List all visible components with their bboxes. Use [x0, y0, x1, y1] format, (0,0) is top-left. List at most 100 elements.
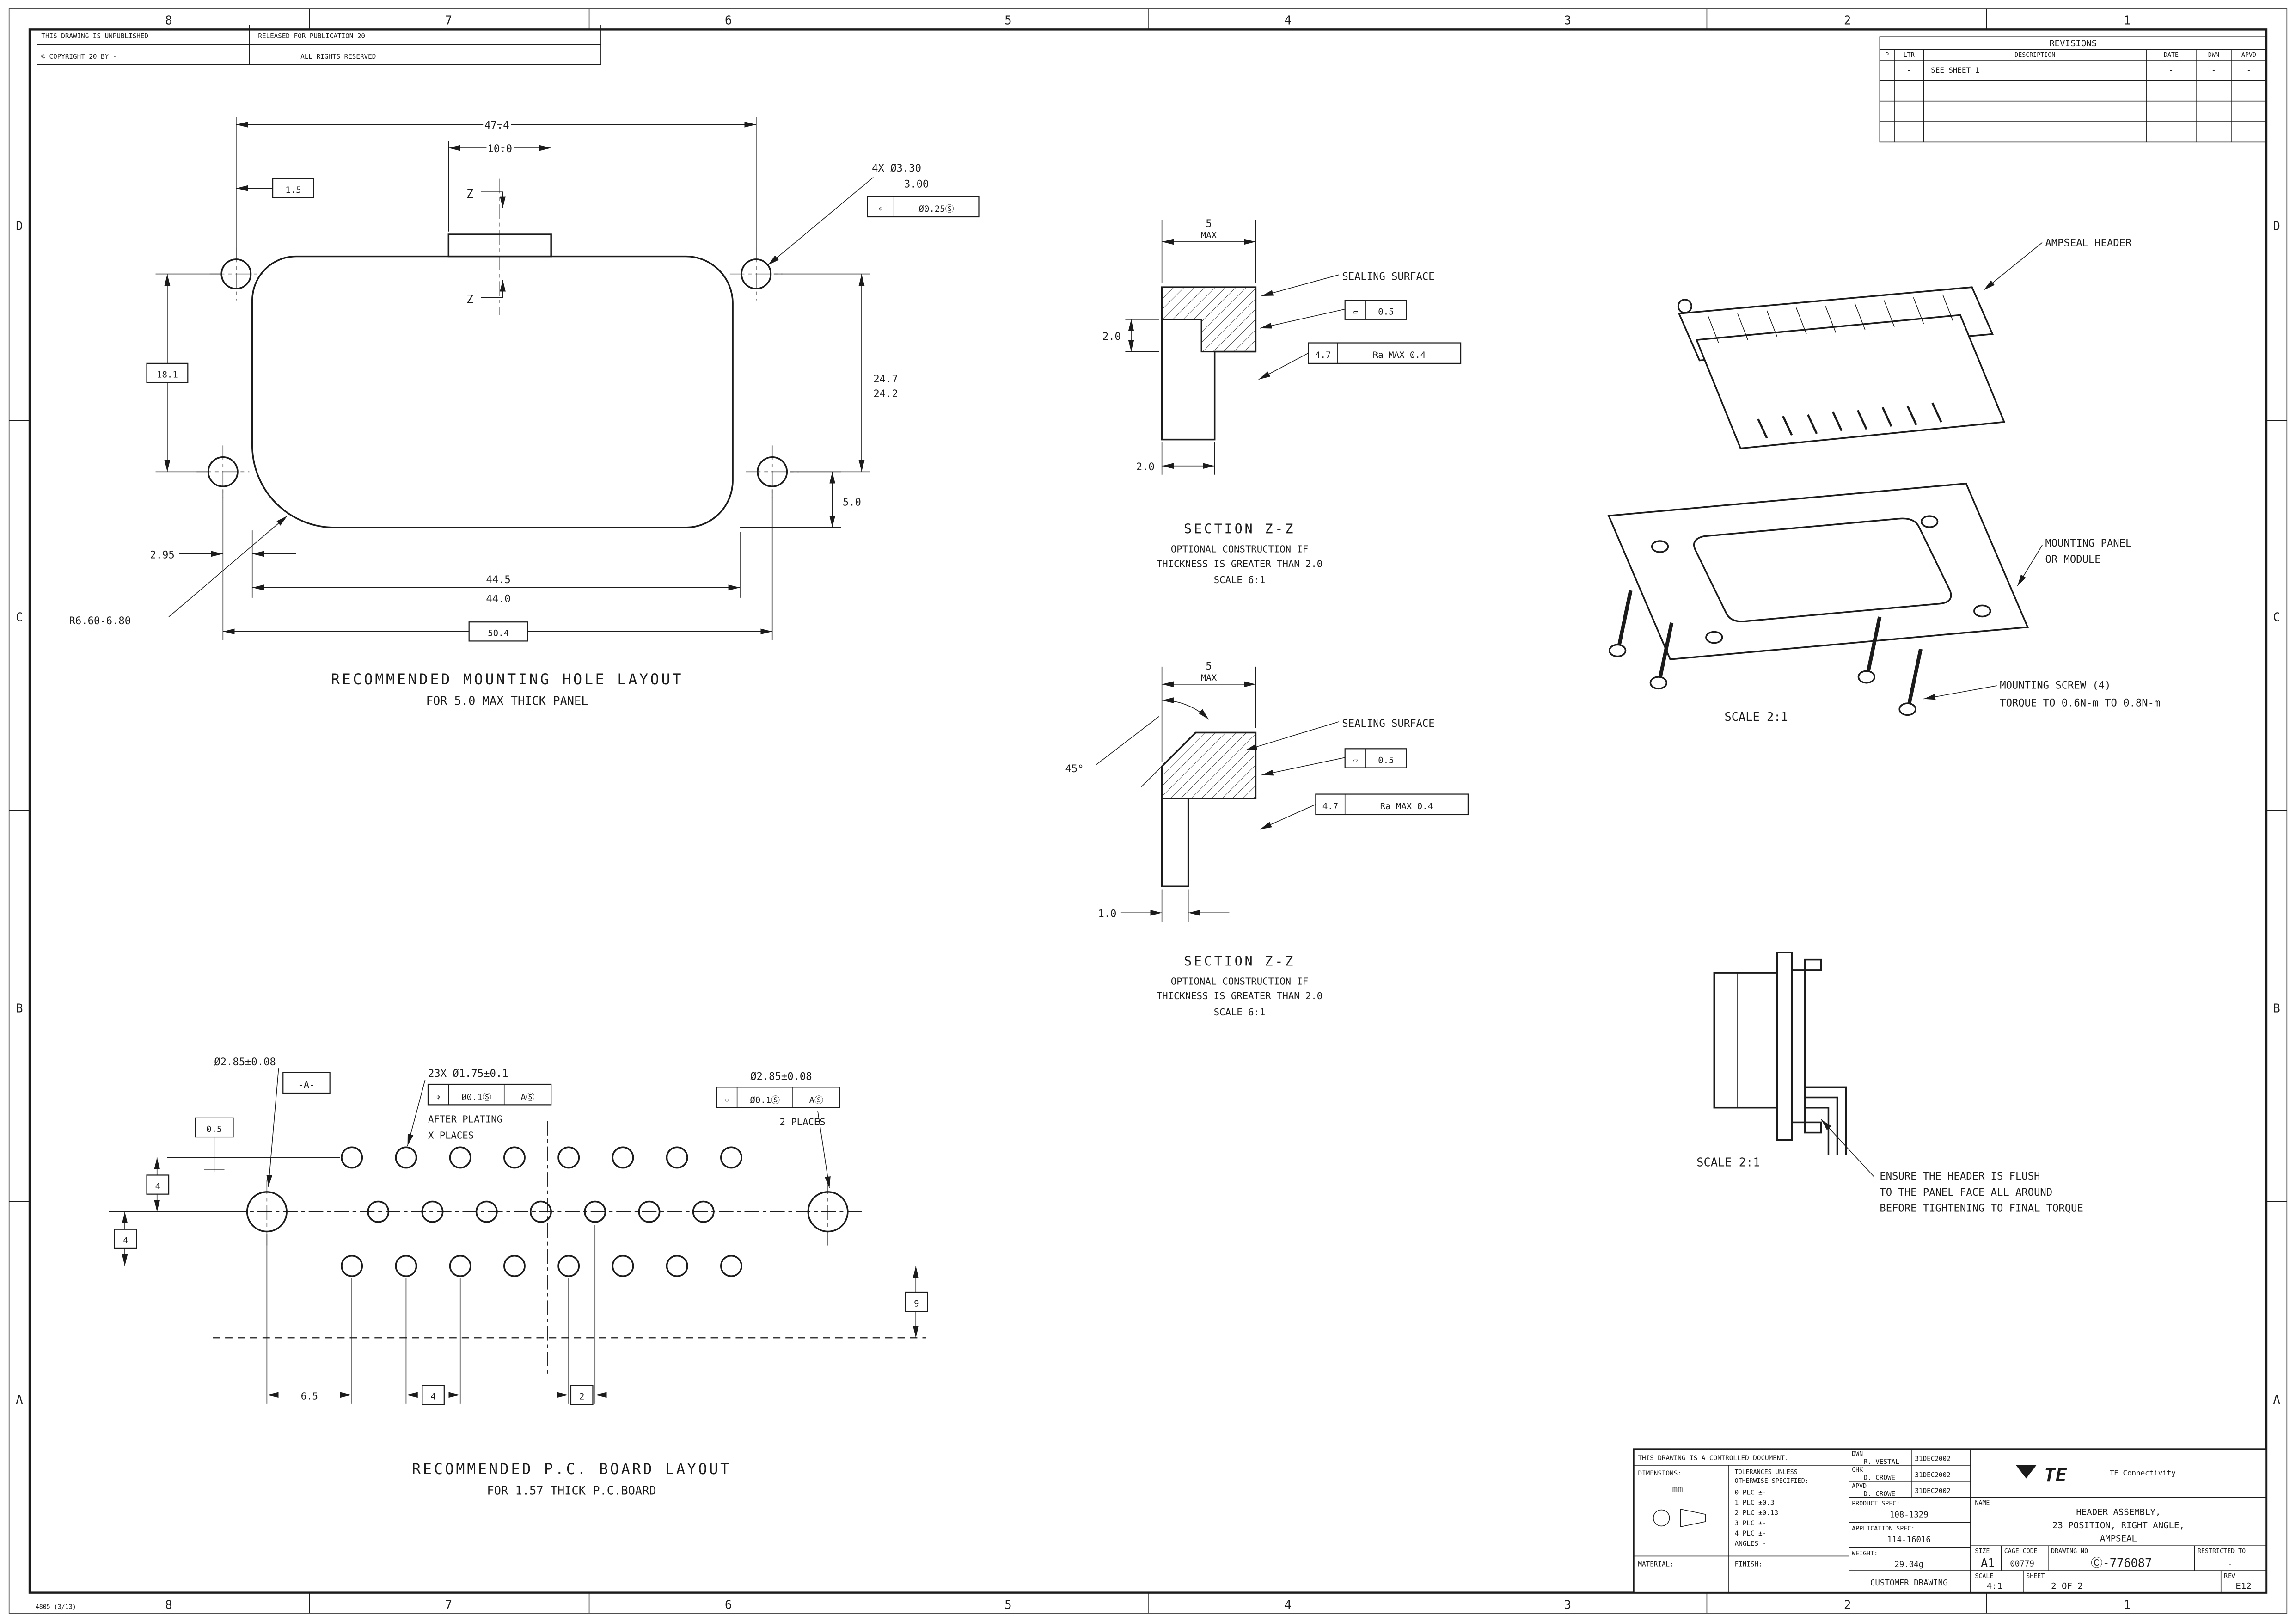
dim-box	[146, 1174, 170, 1195]
screw-side-bottom	[1804, 1121, 1822, 1134]
apvd-date: 31DEC2002	[1915, 1487, 1950, 1495]
dim-box	[468, 621, 528, 642]
header-boss	[1677, 299, 1692, 314]
tol-4plc: 4 PLC ±-	[1735, 1530, 1767, 1537]
datum-box	[282, 1072, 331, 1094]
released-note: RELEASED FOR PUBLICATION 20	[258, 32, 365, 40]
dim-box	[905, 1291, 928, 1312]
tol-3plc: 3 PLC ±-	[1735, 1520, 1767, 1527]
assembly-scale: SCALE 2:1	[1724, 710, 1788, 724]
zone-label: C	[16, 610, 23, 624]
dim-18-1: 18.1	[157, 369, 178, 380]
part-name-3: AMPSEAL	[2100, 1534, 2137, 1544]
tol-1plc: 1 PLC ±0.3	[1735, 1499, 1775, 1506]
size-value: A1	[1981, 1556, 1995, 1570]
dim-0-5: 0.5	[206, 1124, 222, 1134]
mounting-hole-layout-view: 47.4 10.0 1.5 Z Z 4X Ø3.30 3.00 ⌖ Ø0.25Ⓢ…	[69, 117, 980, 707]
zone-label: 7	[445, 1597, 452, 1611]
zone-label: 2	[1844, 1597, 1851, 1611]
dim-45-degrees: 45°	[1065, 763, 1084, 775]
section-note2: THICKNESS IS GREATER THAN 2.0	[1157, 990, 1322, 1001]
mounting-panel-label-2: OR MODULE	[2045, 553, 2100, 565]
zone-label: D	[2273, 219, 2280, 233]
right-angle-pin	[1805, 1086, 1847, 1155]
part-name-2: 23 POSITION, RIGHT ANGLE,	[2052, 1520, 2185, 1530]
section-hatch	[1161, 286, 1257, 353]
right-angle-pin	[1805, 1106, 1830, 1155]
dim-4-row2: 4	[123, 1235, 128, 1246]
roughness-value: 4.7	[1315, 350, 1331, 360]
sealing-surface-label: SEALING SURFACE	[1342, 718, 1434, 730]
roughness-note: Ra MAX 0.4	[1373, 350, 1426, 360]
drawing-no-value: Ⓒ-776087	[2091, 1556, 2152, 1570]
dim-50-4: 50.4	[488, 628, 509, 638]
roughness-frame	[1308, 342, 1462, 364]
panel-plate	[1776, 952, 1793, 1141]
after-plating-note-2: X PLACES	[428, 1130, 474, 1141]
rev-description: SEE SHEET 1	[1931, 66, 1979, 74]
position-symbol: ⌖	[436, 1092, 441, 1102]
cage-code-value: 00779	[2010, 1560, 2034, 1569]
sheet-label: SHEET	[2026, 1573, 2045, 1580]
mounting-hole-callout-left: Ø2.85±0.08	[214, 1056, 276, 1068]
pin-holes-row-middle	[367, 1200, 715, 1223]
zone-label: 8	[165, 1597, 172, 1611]
zone-label: B	[16, 1001, 23, 1015]
dim-2-0-bottom: 2.0	[1136, 461, 1155, 473]
section-title: SECTION Z-Z	[1184, 521, 1295, 536]
view-title: RECOMMENDED MOUNTING HOLE LAYOUT	[331, 671, 683, 688]
zone-label: 6	[725, 13, 732, 27]
brand-name: TE Connectivity	[2110, 1468, 2176, 1477]
sheet-border: 8 7 6 5 4 3 2 1 8 7 6 5 4 3 2 1 D C B A …	[8, 8, 2288, 1614]
zone-label: 1	[2124, 13, 2131, 27]
screw-head	[1649, 676, 1668, 690]
restricted-label: RESTRICTED TO	[2198, 1548, 2246, 1555]
zone-label: D	[16, 219, 23, 233]
zone-label: B	[2273, 1001, 2280, 1015]
application-spec-value: 114-16016	[1887, 1535, 1931, 1544]
ampseal-header-label: AMPSEAL HEADER	[2045, 237, 2132, 249]
weight-label: WEIGHT:	[1852, 1550, 1878, 1557]
dim-box	[114, 1229, 137, 1249]
finish-label: FINISH:	[1735, 1561, 1763, 1568]
right-angle-pin	[1805, 1096, 1838, 1155]
panel-screw-hole	[1920, 515, 1939, 528]
zone-label: 2	[1844, 13, 1851, 27]
side-view-scale: SCALE 2:1	[1696, 1155, 1760, 1169]
dim-max: MAX	[1201, 230, 1217, 240]
header-side-view: SCALE 2:1 ENSURE THE HEADER IS FLUSH TO …	[1696, 952, 2083, 1215]
screw-head	[1608, 644, 1627, 657]
flush-note-3: BEFORE TIGHTENING TO FINAL TORQUE	[1880, 1203, 2083, 1215]
rev-date: -	[2169, 66, 2174, 74]
gdt-frame	[867, 196, 980, 218]
chk-name: D. CROWE	[1864, 1475, 1896, 1482]
flatness-frame	[1344, 300, 1407, 320]
title-block: THIS DRAWING IS A CONTROLLED DOCUMENT. D…	[1633, 1448, 2267, 1594]
section-note1: OPTIONAL CONSTRUCTION IF	[1171, 976, 1308, 987]
hole-callout-line1: 4X Ø3.30	[872, 162, 921, 174]
assembly-isometric-view: AMPSEAL HEADER MOUNTING PANEL OR MODULE …	[1607, 237, 2160, 724]
rights-note: ALL RIGHTS RESERVED	[300, 53, 376, 61]
view-subtitle: FOR 5.0 MAX THICK PANEL	[426, 694, 588, 707]
rev-ltr: -	[1907, 66, 1911, 74]
section-title: SECTION Z-Z	[1184, 953, 1295, 969]
roughness-frame	[1315, 793, 1469, 816]
scale-value: 4:1	[1987, 1581, 2002, 1591]
tol-0plc: 0 PLC ±-	[1735, 1489, 1767, 1496]
pin-holes-row-top	[341, 1146, 742, 1169]
screw-side-top	[1804, 958, 1822, 971]
tolerances-label-2: OTHERWISE SPECIFIED:	[1735, 1478, 1809, 1485]
dim-47-4: 47.4	[484, 119, 509, 131]
zone-label: 3	[1564, 13, 1571, 27]
corner-radius-note: R6.60-6.80	[69, 615, 131, 627]
title-block-frame	[1633, 1448, 2267, 1594]
section-scale: SCALE 6:1	[1214, 1007, 1266, 1018]
dim-max: MAX	[1201, 673, 1217, 683]
copyright-note: © COPYRIGHT 20 BY -	[41, 53, 116, 61]
mounting-screw-label-1: MOUNTING SCREW (4)	[2000, 679, 2111, 691]
revisions-table: REVISIONS P LTR DESCRIPTION DATE DWN APV…	[1879, 36, 2267, 143]
flatness-frame	[1344, 748, 1407, 768]
dim-44-0: 44.0	[486, 593, 510, 605]
sealing-surface-label: SEALING SURFACE	[1342, 270, 1434, 283]
